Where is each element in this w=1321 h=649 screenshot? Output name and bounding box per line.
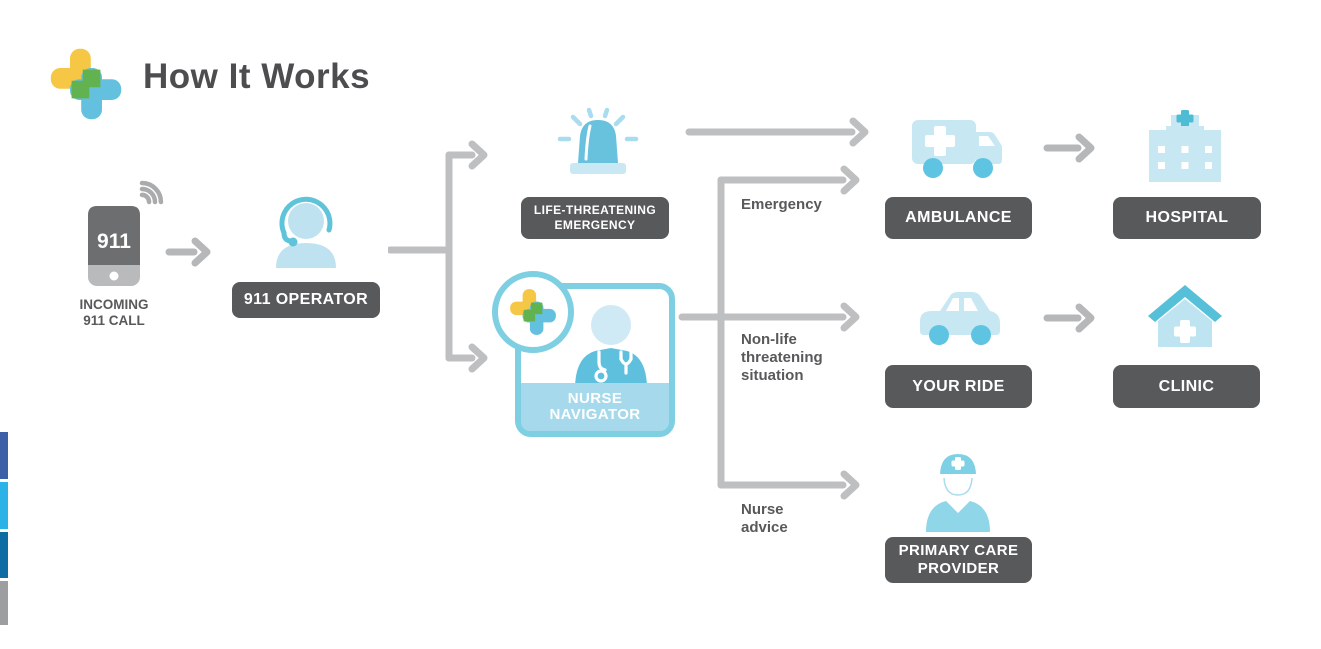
- siren-rays: [557, 107, 639, 142]
- emergency-siren-icon: [557, 107, 639, 174]
- medical-cross-logo-icon: [50, 48, 122, 120]
- nurse-icon: [575, 305, 647, 389]
- nurse-navigator-label: NURSE NAVIGATOR: [521, 383, 669, 431]
- outcome-branch-connector: [678, 165, 860, 500]
- clinic-icon: [1148, 285, 1222, 347]
- decor-bar-gray: [0, 581, 8, 625]
- decor-bar-cyan: [0, 482, 8, 529]
- arrow-right-icon: [1043, 303, 1095, 333]
- clinic-badge: CLINIC: [1113, 365, 1260, 408]
- medical-cross-logo-icon: [510, 289, 556, 335]
- operator-headset-icon: [276, 196, 336, 268]
- smartphone-911-icon: 911: [88, 180, 164, 286]
- branch-connector: [388, 140, 488, 373]
- nurse-advice-branch-label: Nurse advice: [741, 501, 788, 536]
- operator-badge: 911 OPERATOR: [232, 282, 380, 318]
- emergency-branch-label: Emergency: [741, 196, 822, 213]
- arrow-right-icon: [1043, 133, 1095, 163]
- page-title: How It Works: [143, 57, 371, 96]
- decor-bar-blue: [0, 432, 8, 479]
- life-threatening-badge: LIFE-THREATENING EMERGENCY: [521, 197, 669, 239]
- phone-screen-text: 911: [97, 230, 131, 253]
- non-life-branch-label: Non-life threatening situation: [741, 331, 823, 384]
- magnifier-logo-icon: [492, 271, 574, 353]
- arrow-right-icon: [685, 117, 869, 147]
- hospital-badge: HOSPITAL: [1113, 197, 1261, 239]
- your-ride-badge: YOUR RIDE: [885, 365, 1032, 408]
- hospital-icon: [1149, 110, 1221, 182]
- signal-waves-icon: [139, 180, 164, 205]
- incoming-call-label: INCOMING 911 CALL: [79, 297, 149, 328]
- nurse-provider-icon: [926, 454, 990, 532]
- arrow-right-icon: [165, 237, 211, 267]
- ambulance-badge: AMBULANCE: [885, 197, 1032, 239]
- decor-bar-darkblue: [0, 532, 8, 578]
- primary-care-badge: PRIMARY CARE PROVIDER: [885, 537, 1032, 583]
- ambulance-icon: [912, 120, 1002, 178]
- car-icon: [920, 292, 1000, 345]
